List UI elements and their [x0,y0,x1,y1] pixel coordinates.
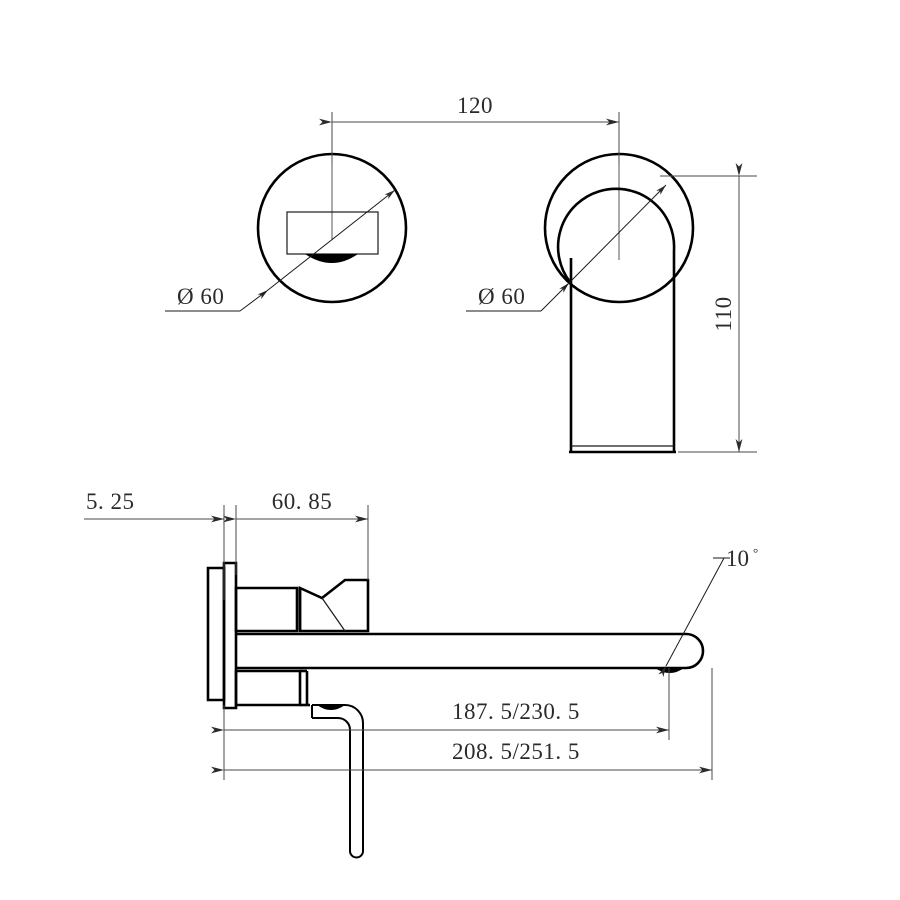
dim120-label: 120 [457,93,493,118]
angle-label: 10 [726,546,749,571]
lever-arm-tip [349,850,364,859]
handle-wedge-fold-line [321,597,346,632]
angle-leader-line [658,557,725,678]
spout-nose-cap [685,632,705,670]
handle-diameter-label: Ø 60 [478,284,525,309]
lever-arm-outer [312,704,364,851]
dimreach-label: 187. 5/230. 5 [452,699,580,724]
body-upper-block [234,586,299,633]
plate-handle-shadow [305,254,358,263]
plate-diameter-leader-line [257,189,396,300]
wall-flange-plate [222,561,238,710]
plate-diameter-label: Ø 60 [177,284,224,309]
handle-diameter-leader-tail [540,282,570,312]
dim-flange-thickness-525: 5. 25 [84,489,237,600]
plate-diameter-leader-tail [239,289,269,312]
dim110-label: 110 [711,296,736,331]
dim-body-projection-6085: 60. 85 [223,489,369,580]
handle-lever-wedge [298,578,370,633]
dim-center-distance-120: 120 [319,93,620,165]
view-assembly: 10 ° [206,545,758,859]
dim-spout-angle-10: 10 ° [658,545,758,678]
body-lower-block [234,669,302,707]
angle-degree-symbol: ° [753,545,758,560]
view-side-handle: Ø 60 [466,112,695,454]
lever-root-marking [317,705,345,710]
dim-spout-reach: 187. 5/230. 5 [211,668,670,740]
view-front-plate: Ø 60 [165,112,408,312]
dim525-label: 5. 25 [86,489,135,514]
dim6085-label: 60. 85 [272,489,333,514]
dimoverall-label: 208. 5/251. 5 [452,739,580,764]
wall-escutcheon-outer [206,566,226,702]
dim-body-height-110: 110 [660,163,757,453]
dim-overall-reach: 208. 5/251. 5 [211,668,713,780]
handle-diameter-leader-line [559,184,667,293]
lever-arm-inner [312,717,351,851]
